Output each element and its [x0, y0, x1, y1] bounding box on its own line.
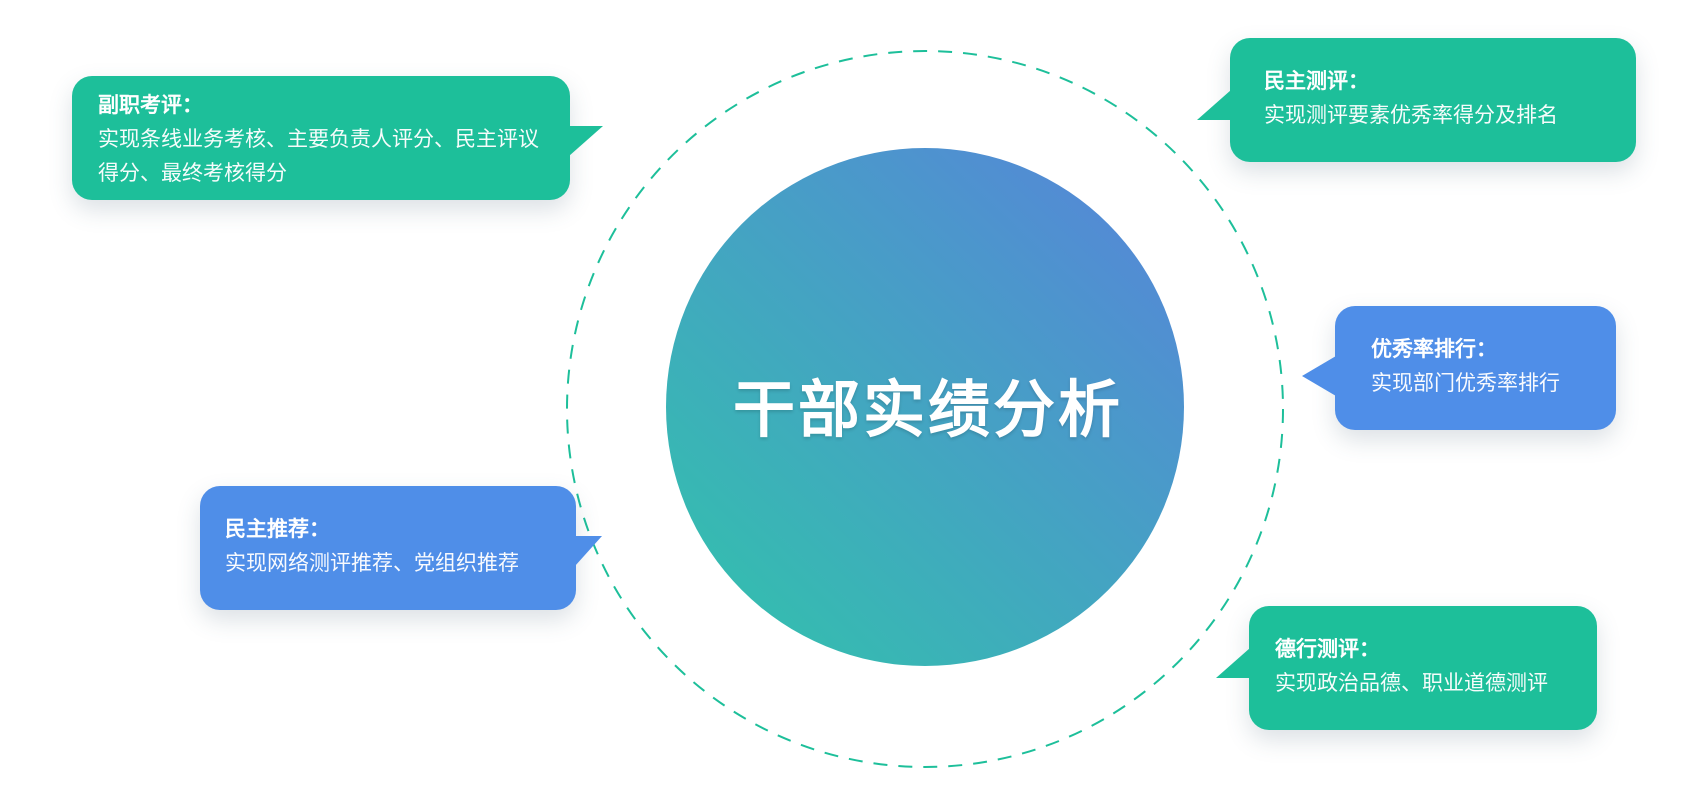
callout-description: 实现部门优秀率排行 [1371, 371, 1560, 395]
callout-deputy-evaluation: 副职考评： 实现条线业务考核、主要负责人评分、民主评议得分、最终考核得分 [72, 76, 603, 200]
callout-pointer [575, 536, 602, 566]
callout-pointer [1197, 90, 1231, 120]
callout-pointer [1302, 356, 1336, 396]
callout-description: 实现网络测评推荐、党组织推荐 [225, 551, 519, 575]
callout-description: 实现政治品德、职业道德测评 [1275, 671, 1548, 695]
callout-title: 德行测评： [1275, 637, 1380, 661]
callout-title: 副职考评： [98, 93, 203, 117]
callout-pointer [1216, 648, 1250, 678]
callout-description: 实现条线业务考核、主要负责人评分、民主评议得分、最终考核得分 [98, 127, 539, 185]
callout-morality-assessment: 德行测评： 实现政治品德、职业道德测评 [1216, 606, 1597, 730]
callout-pointer [569, 126, 603, 156]
callout-democratic-assessment: 民主测评： 实现测评要素优秀率得分及排名 [1197, 38, 1636, 162]
callout-title: 民主测评： [1264, 69, 1369, 93]
callout-democratic-recommendation: 民主推荐： 实现网络测评推荐、党组织推荐 [200, 486, 602, 610]
callout-description: 实现测评要素优秀率得分及排名 [1264, 103, 1558, 127]
callout-title: 民主推荐： [225, 517, 330, 541]
callout-excellence-ranking: 优秀率排行： 实现部门优秀率排行 [1302, 306, 1616, 430]
center-circle [666, 148, 1184, 666]
callout-title: 优秀率排行： [1371, 337, 1497, 361]
center-title: 干部实绩分析 [732, 373, 1123, 446]
outer-dashed-ring [566, 50, 1284, 768]
